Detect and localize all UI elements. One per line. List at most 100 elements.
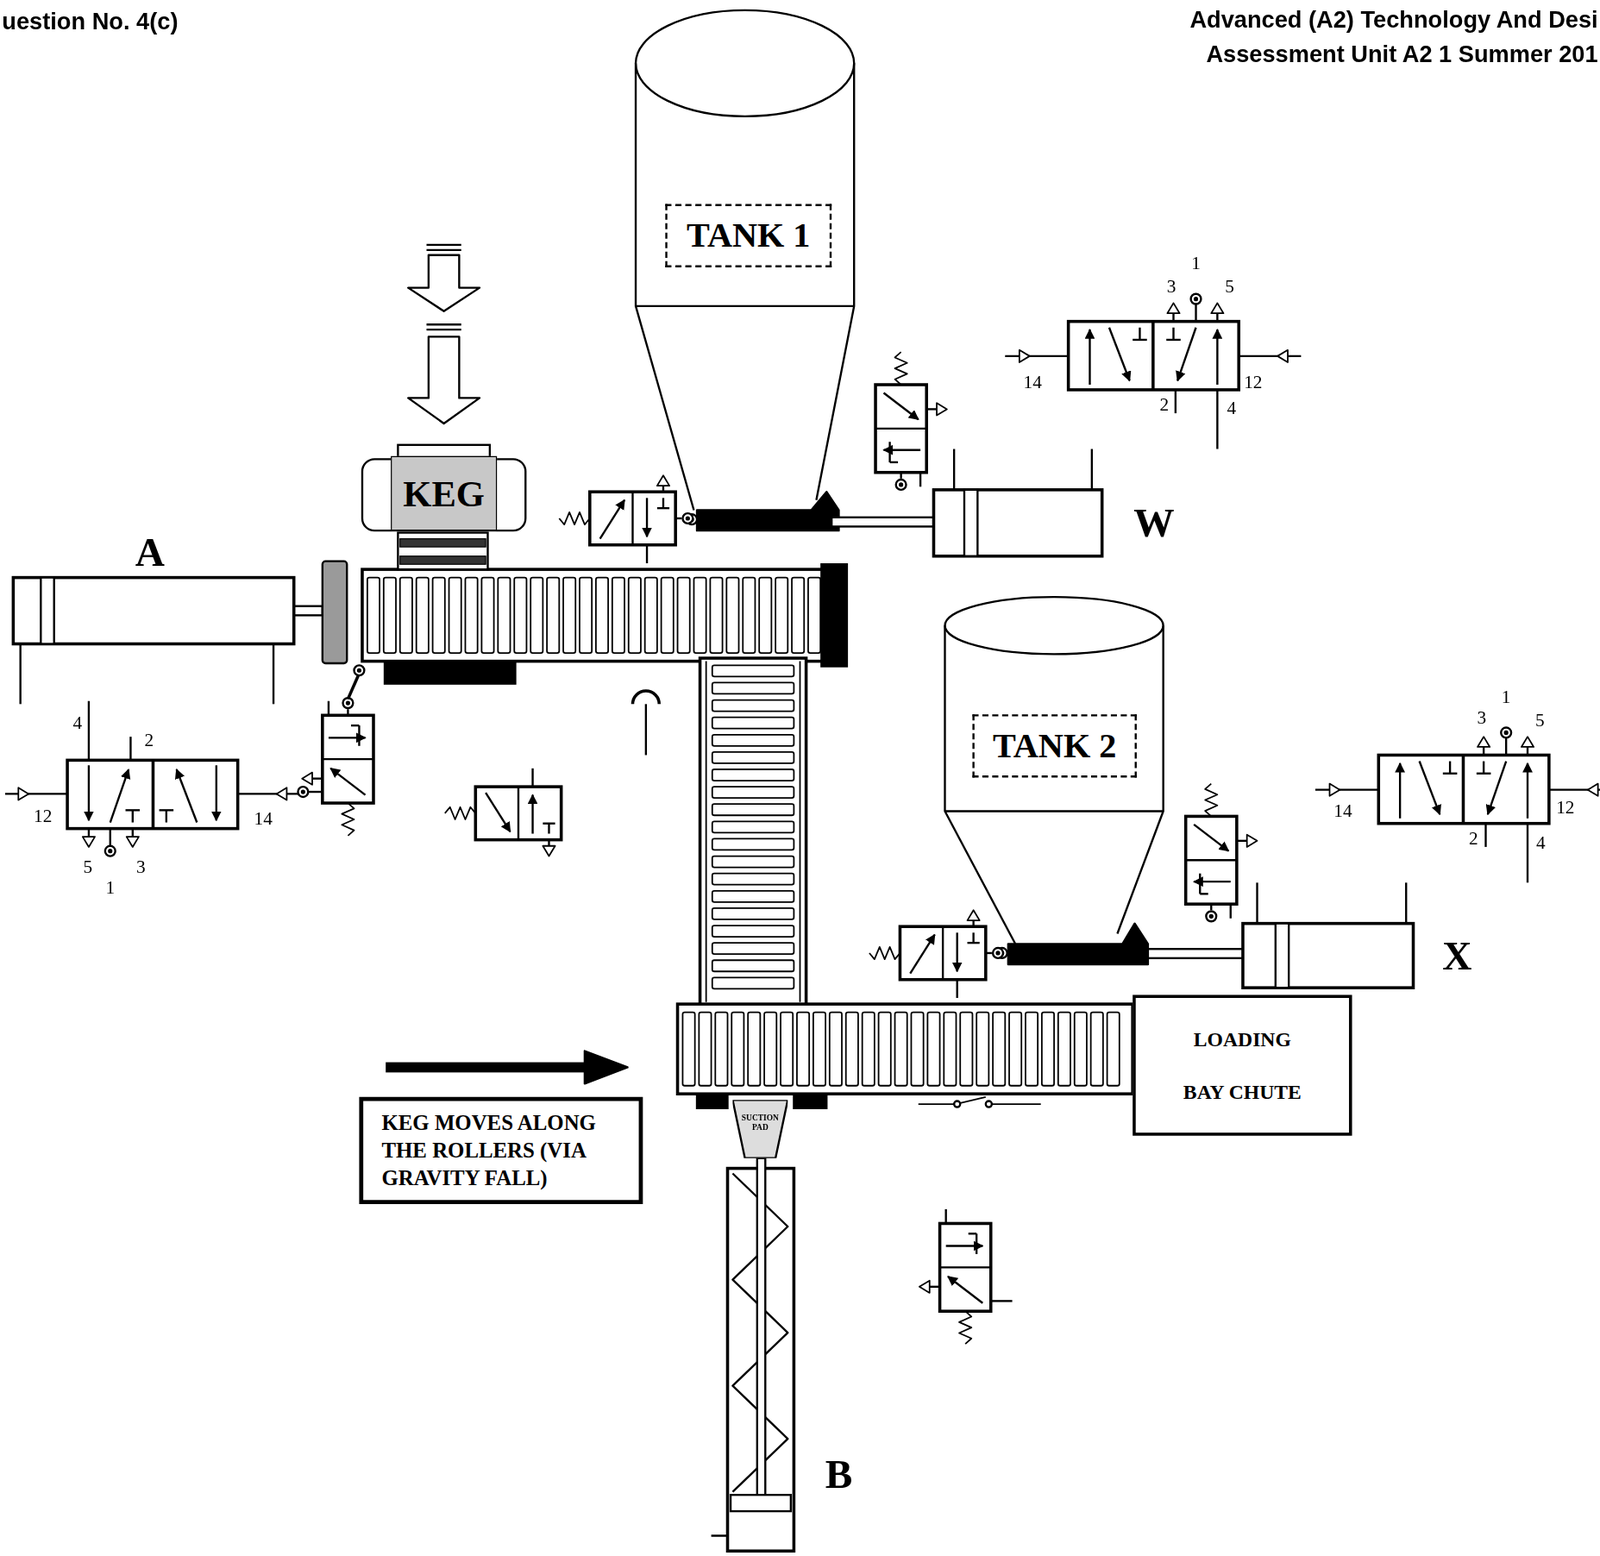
cylinder-a [40,577,54,645]
header-text: Assessment Unit A2 1 Summer 201 [1205,40,1598,69]
cylinder-x [1255,882,1258,923]
three-two-valve [1205,910,1217,922]
roller-conveyor [1009,1012,1022,1086]
roller-conveyor [712,665,795,677]
port-number: 3 [1476,707,1487,729]
roller-conveyor [796,1012,810,1086]
three-two-valve [531,768,534,787]
suction-pad: SUCTION PAD [732,1099,788,1158]
roller-conveyor [712,925,795,937]
roller-conveyor [712,752,795,764]
five-two-valve [1500,727,1512,739]
roller-conveyor [416,577,429,654]
roller-conveyor [530,577,543,654]
reed-switch [953,1101,960,1108]
three-two-valve [899,472,902,479]
five-two-valve [105,846,116,857]
roller-conveyor [780,1012,793,1086]
five-two-valve [109,828,112,847]
node-text: TANK 2 [992,726,1117,766]
five-two-valve [87,765,90,821]
pilot-port [307,790,323,793]
roller-conveyor [712,700,795,712]
five-two-valve [1419,761,1441,816]
five-two-valve [108,849,112,853]
tank-outline [944,625,1163,944]
three-two-valve [967,941,980,944]
roller-conveyor [1074,1012,1087,1086]
cylinder-w [933,489,1102,557]
three-two-valve [558,512,590,525]
three-two-valve [888,441,891,463]
three-two-valve [301,772,313,785]
keg-outline [400,556,486,565]
roller-lever [354,665,365,676]
three-two-valve [657,475,670,486]
five-two-valve [1505,731,1508,735]
reed-switch [960,1097,986,1104]
reed-switch [991,1103,1042,1105]
roller-conveyor [927,1012,940,1086]
five-two-valve [1132,338,1148,341]
five-two-valve [1174,389,1177,414]
three-two-valve [875,427,927,430]
roller-conveyor [712,942,795,954]
hollow-arrow [426,244,462,246]
hollow-arrow [407,255,480,312]
roller-conveyor [362,569,827,661]
keg-outline [400,539,486,547]
roller-conveyor [829,1012,842,1086]
roller-conveyor [712,717,795,729]
roller-conveyor [464,577,477,654]
proximity-sensor [645,703,647,755]
five-two-valve [131,809,134,822]
five-two-valve [1526,823,1529,884]
three-two-valve [975,1233,978,1255]
three-two-valve [919,1280,930,1293]
cylinder-w [1091,449,1093,490]
cylinder-b [730,1494,791,1512]
roller-conveyor [712,856,795,868]
roller-conveyor [596,577,609,654]
three-two-valve [682,513,693,524]
cylinder-x [1405,882,1407,923]
five-two-valve [165,809,168,822]
five-two-valve [1461,754,1466,823]
roller-conveyor [546,577,559,654]
roller-conveyor [960,1012,973,1086]
three-two-valve [890,461,898,464]
roller-conveyor [1041,1012,1055,1086]
part-letter: W [1133,498,1174,547]
roller-conveyor [628,577,641,654]
three-two-valve [1210,903,1212,910]
port-number: 4 [1536,832,1546,854]
five-two-valve [1484,823,1487,848]
three-two-valve [646,545,648,564]
five-two-valve [1151,321,1155,390]
node-text: LOADING BAY CHUTE [1177,1012,1308,1119]
five-two-valve [1526,746,1529,755]
three-two-valve [517,786,520,841]
three-two-valve [322,758,374,760]
cylinder-x [1275,923,1289,989]
three-two-valve [662,497,665,509]
five-two-valve [1216,389,1218,450]
three-two-valve [929,1286,941,1288]
roller-conveyor [799,661,802,1003]
node-text: KEG MOVES ALONG THE ROLLERS (VIA GRAVITY… [381,1109,615,1193]
five-two-valve [18,787,29,800]
five-two-valve [1138,327,1141,340]
five-two-valve [215,765,218,821]
three-two-valve [1210,915,1213,918]
pusher-plate [322,561,347,664]
three-two-valve [662,485,665,492]
five-two-valve [1194,297,1198,301]
roller-conveyor [1025,1012,1038,1086]
roller-conveyor [1091,1012,1104,1086]
cylinder-b [711,1534,728,1537]
roller-conveyor [677,1003,1134,1094]
roller-lever [347,673,359,700]
roller-conveyor [712,908,795,920]
roller-conveyor [726,577,739,654]
five-two-valve [159,809,175,811]
